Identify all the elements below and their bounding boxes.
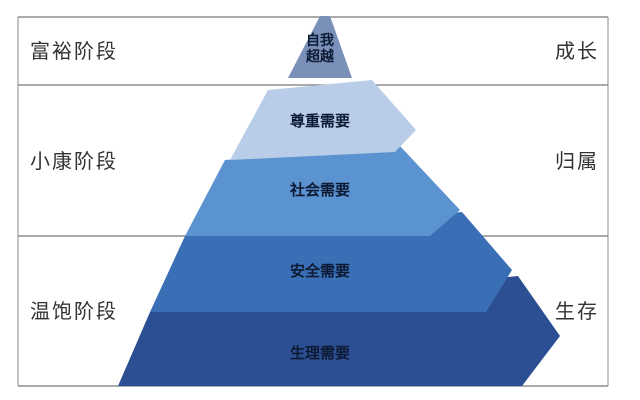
stage-label-moderate: 小康阶段 bbox=[30, 149, 118, 173]
layer-label-physiological: 生理需要 bbox=[289, 344, 350, 362]
layer-label-self-actualization-line1: 自我 bbox=[306, 33, 334, 49]
layer-self-actualization bbox=[288, 16, 352, 78]
outcome-label-survival: 生存 bbox=[555, 299, 599, 323]
layer-label-self-actualization: 自我 超越 bbox=[300, 33, 340, 65]
stage-label-affluent: 富裕阶段 bbox=[30, 39, 118, 63]
layer-label-safety: 安全需要 bbox=[289, 262, 350, 280]
outcome-label-growth: 成长 bbox=[555, 39, 599, 63]
layer-label-social: 社会需要 bbox=[289, 181, 350, 199]
layer-label-self-actualization-line2: 超越 bbox=[306, 49, 334, 66]
outcome-label-belonging: 归属 bbox=[555, 149, 599, 173]
layer-safety bbox=[150, 212, 512, 312]
layer-label-esteem: 尊重需要 bbox=[289, 112, 350, 130]
layer-esteem bbox=[230, 80, 416, 160]
stage-label-subsistence: 温饱阶段 bbox=[30, 299, 118, 323]
layer-social bbox=[185, 146, 460, 236]
